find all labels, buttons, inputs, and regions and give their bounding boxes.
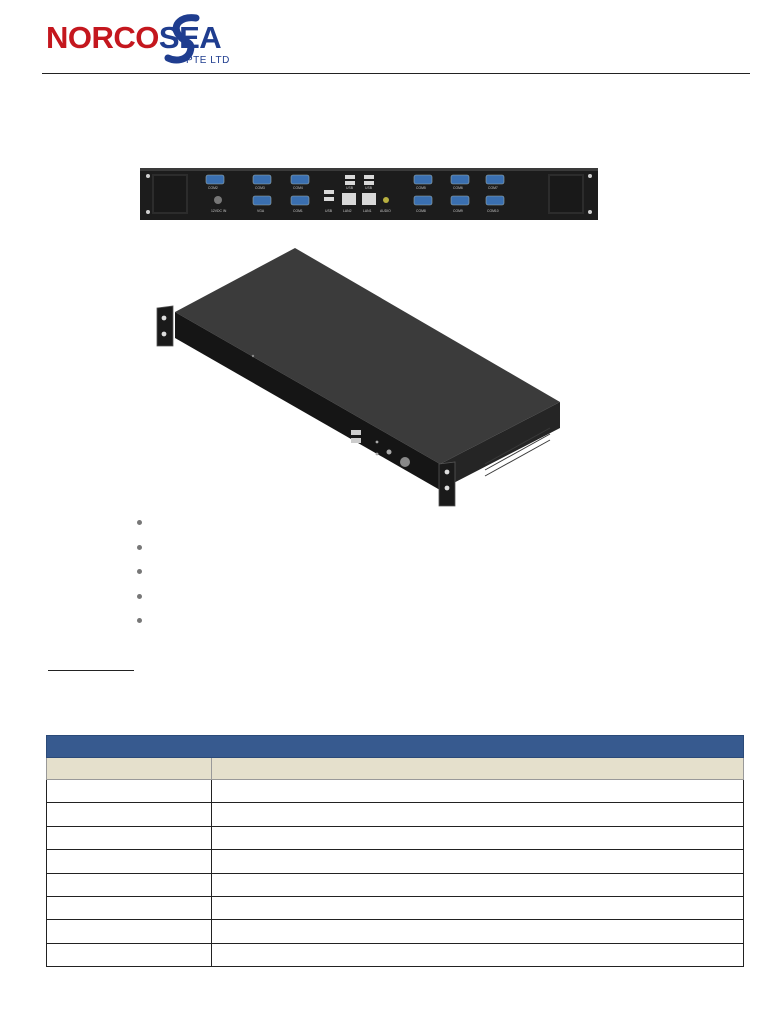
label-com1: COM1 <box>293 209 303 213</box>
spec-label-cell <box>47 943 212 967</box>
spec-table-header <box>46 735 744 758</box>
list-item <box>135 589 145 614</box>
label-usb-2: USB <box>365 186 373 190</box>
spec-label-cell <box>47 873 212 896</box>
list-item <box>135 564 145 589</box>
label-com9: COM9 <box>453 209 463 213</box>
label-lan2: LAN2 <box>343 209 352 213</box>
spec-value-cell <box>212 944 743 966</box>
logo-accent: SEA <box>158 20 222 55</box>
logo-wordmark: NORCOSEA <box>46 20 222 55</box>
logo-swoosh-icon <box>164 14 200 64</box>
label-com5: COM5 <box>416 186 426 190</box>
label-com6: COM6 <box>453 186 463 190</box>
table-row <box>46 780 744 804</box>
label-lan1: LAN1 <box>363 209 372 213</box>
label-com3: COM3 <box>255 186 265 190</box>
spec-value-cell <box>212 780 743 802</box>
label-com4: COM4 <box>293 186 303 190</box>
list-item <box>135 515 145 540</box>
label-audio: AUDIO <box>380 209 391 213</box>
spec-value-cell <box>212 850 743 872</box>
feature-list <box>135 515 145 638</box>
list-item <box>135 613 145 638</box>
label-vga: VGA <box>257 209 265 213</box>
label-usb-1: USB <box>346 186 354 190</box>
spec-label-cell <box>47 803 212 826</box>
spec-value-cell <box>212 897 743 919</box>
spec-subheader-cell <box>47 758 212 779</box>
list-item <box>135 540 145 565</box>
spec-label-cell <box>47 780 212 803</box>
label-com10: COM10 <box>487 209 499 213</box>
table-row <box>46 826 744 851</box>
logo-subtitle: PTE LTD <box>186 55 230 66</box>
label-12vdc-in: 12VDC IN <box>211 209 227 213</box>
label-com7: COM7 <box>488 186 498 190</box>
spec-label-cell <box>47 896 212 920</box>
spec-value-cell <box>212 803 743 825</box>
spec-table <box>46 735 744 968</box>
table-row <box>46 803 744 827</box>
table-row <box>46 873 744 897</box>
label-com8: COM8 <box>416 209 426 213</box>
label-usb-3: USB <box>325 209 333 213</box>
rear-panel-image: COM2 COM3 COM4 USB USB COM5 COM6 COM7 12… <box>140 168 598 220</box>
spec-label-cell <box>47 920 212 943</box>
left-vent-grille <box>152 174 188 214</box>
logo-primary: NORCO <box>46 20 159 55</box>
spec-value-cell <box>212 874 743 896</box>
spec-value-cell <box>212 827 743 849</box>
section-underline <box>48 670 134 671</box>
spec-label-cell <box>47 850 212 873</box>
table-row <box>46 943 744 968</box>
header-divider <box>42 73 750 74</box>
chassis-image <box>156 248 560 507</box>
spec-label-cell <box>47 826 212 850</box>
spec-value-cell <box>212 920 743 942</box>
company-logo: NORCOSEA PTE LTD <box>46 14 246 70</box>
table-row <box>46 896 744 921</box>
spec-table-subheader <box>46 758 744 780</box>
right-vent-grille <box>548 174 584 214</box>
table-row <box>46 850 744 874</box>
table-row <box>46 920 744 944</box>
label-com2: COM2 <box>208 186 218 190</box>
